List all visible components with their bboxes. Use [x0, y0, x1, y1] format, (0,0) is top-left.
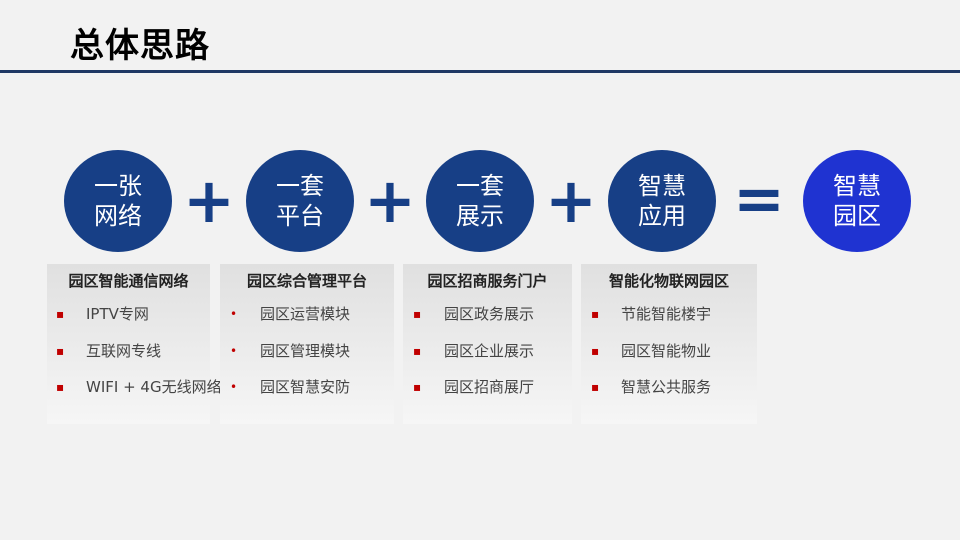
bullet-marker: ▪	[56, 380, 65, 394]
term-label-line1: 智慧	[638, 172, 686, 200]
plus-sign: +	[183, 164, 235, 237]
bullet-marker: ▪	[413, 344, 422, 358]
page-title: 总体思路	[70, 26, 210, 66]
list-item: 园区管理模块	[260, 342, 351, 360]
term-label-line1: 一张	[94, 172, 142, 200]
term-application-circle: 智慧 应用	[608, 150, 716, 252]
term-label-line2: 平台	[276, 202, 324, 230]
bullet-marker: •	[230, 307, 238, 321]
plus-sign: +	[545, 164, 597, 237]
list-item: 园区企业展示	[444, 342, 535, 360]
bullet-marker: ▪	[413, 307, 422, 321]
result-smart-park-circle: 智慧 园区	[803, 150, 911, 252]
bullet-marker: ▪	[591, 307, 600, 321]
card-service-portal: 园区招商服务门户	[403, 264, 572, 424]
card-title: 园区招商服务门户	[427, 272, 548, 290]
list-item: 互联网专线	[86, 342, 162, 360]
card-title: 园区综合管理平台	[246, 272, 367, 290]
title-divider	[0, 70, 960, 73]
list-item: 园区智慧安防	[260, 378, 351, 396]
bullet-marker: ▪	[56, 344, 65, 358]
bullet-marker: •	[230, 380, 238, 394]
list-item: 节能智能楼宇	[621, 305, 712, 323]
term-network-circle: 一张 网络	[64, 150, 172, 252]
equals-sign: =	[733, 162, 785, 235]
result-label-line1: 智慧	[833, 172, 881, 200]
card-management-platform: 园区综合管理平台	[220, 264, 394, 424]
card-iot-park: 智能化物联网园区	[581, 264, 757, 424]
list-item: 园区政务展示	[444, 305, 535, 323]
bullet-marker: •	[230, 344, 238, 358]
bullet-marker: ▪	[591, 344, 600, 358]
bullet-marker: ▪	[56, 307, 65, 321]
list-item: 园区智能物业	[621, 342, 712, 360]
term-display-circle: 一套 展示	[426, 150, 534, 252]
list-item: 园区招商展厅	[444, 378, 535, 396]
term-label-line1: 一套	[456, 172, 504, 200]
card-communication-network: 园区智能通信网络	[47, 264, 210, 424]
plus-sign: +	[364, 164, 416, 237]
list-item: 智慧公共服务	[621, 378, 712, 396]
list-item: 园区运营模块	[260, 305, 351, 323]
card-title: 智能化物联网园区	[608, 272, 729, 290]
term-platform-circle: 一套 平台	[246, 150, 354, 252]
card-title: 园区智能通信网络	[68, 272, 189, 290]
term-label-line2: 网络	[94, 202, 142, 230]
bullet-marker: ▪	[413, 380, 422, 394]
list-item: WIFI + 4G无线网络	[86, 378, 222, 396]
list-item: IPTV专网	[86, 305, 149, 323]
term-label-line2: 展示	[456, 202, 504, 230]
result-label-line2: 园区	[833, 202, 881, 230]
bullet-marker: ▪	[591, 380, 600, 394]
term-label-line2: 应用	[638, 202, 686, 230]
term-label-line1: 一套	[276, 172, 324, 200]
